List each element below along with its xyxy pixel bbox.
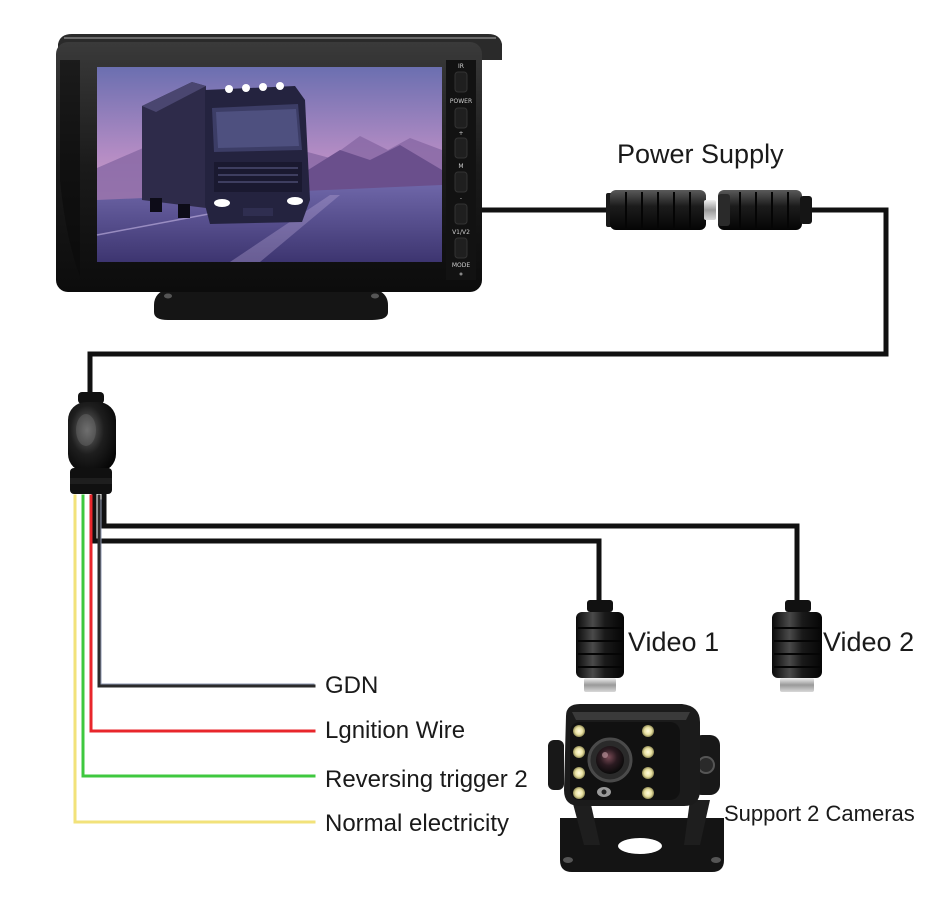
normal-electricity-label: Normal electricity [325, 810, 510, 837]
menu-button[interactable] [454, 171, 468, 193]
minus-button[interactable] [454, 203, 468, 225]
v1v2-button[interactable] [454, 237, 468, 259]
video2-connector [772, 600, 822, 692]
power-button[interactable] [454, 107, 468, 129]
video1-cable [91, 493, 602, 607]
video1-connector [576, 600, 624, 692]
monitor: IR POWER + M - V1/V2 MODE [56, 34, 502, 320]
monitor-stand [154, 288, 388, 320]
minus-label: - [460, 195, 462, 202]
video-2-label: Video 2 [823, 627, 915, 657]
truck-image [142, 82, 206, 208]
reversing-trigger-label: Reversing trigger 2 [325, 766, 528, 793]
support-cameras-label: Support 2 Cameras [724, 801, 915, 826]
power-loop-cable [87, 207, 889, 401]
v1v2-label: V1/V2 [452, 229, 470, 236]
video-1-label: Video 1 [628, 627, 720, 657]
monitor-button-panel: IR POWER + M - V1/V2 MODE [446, 60, 476, 280]
power-label: POWER [450, 98, 472, 105]
gdn-label: GDN [325, 672, 379, 699]
mode-label: MODE [452, 262, 471, 269]
menu-label: M [458, 163, 463, 170]
ir-label: IR [458, 63, 464, 70]
monitor-screen [96, 67, 442, 262]
backup-camera [548, 704, 724, 872]
ignition-wire [89, 494, 316, 733]
junction-hub [68, 392, 116, 494]
power-supply-label: Power Supply [617, 139, 784, 169]
video2-cable [101, 493, 800, 607]
power-connector-right [718, 190, 812, 230]
normal-wire [73, 494, 316, 824]
ignition-wire-label: Lgnition Wire [325, 717, 466, 744]
gdn-wire [97, 494, 316, 688]
plus-label: + [458, 130, 463, 137]
power-connector-left [606, 190, 716, 230]
cables [73, 207, 889, 824]
plus-button[interactable] [454, 137, 468, 159]
reversing-wire [81, 494, 316, 778]
